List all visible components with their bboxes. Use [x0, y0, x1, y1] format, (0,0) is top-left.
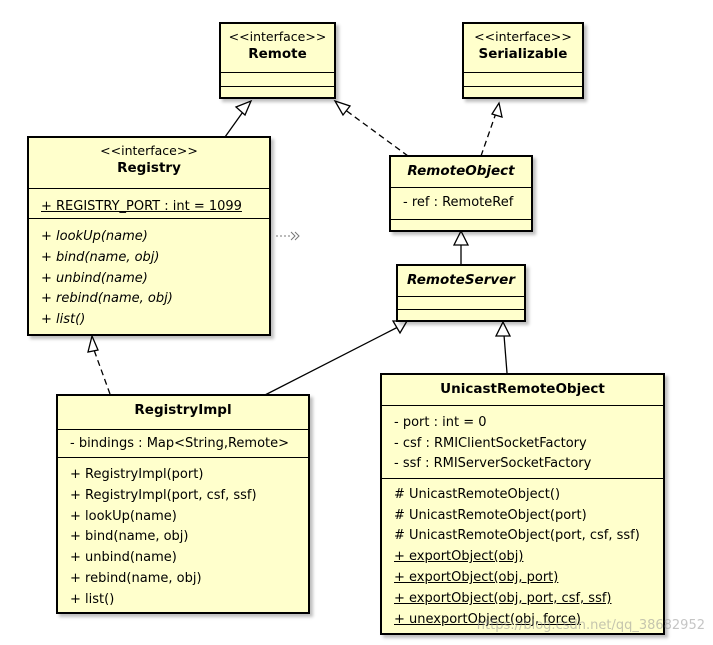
registryimpl-implements-registry	[93, 349, 111, 395]
remoteserver-class-name: RemoteServer	[407, 272, 515, 288]
registry-field: + REGISTRY_PORT : int = 1099	[41, 199, 242, 214]
unicastremoteobject-constructor: # UnicastRemoteObject(port, csf, ssf)	[394, 528, 640, 543]
remote-class-name: Remote	[248, 46, 307, 62]
remote-stereotype: <<interface>>	[228, 29, 327, 44]
unicastremoteobject-divider	[382, 405, 663, 406]
unicastremoteobject-field: - csf : RMIClientSocketFactory	[394, 436, 587, 451]
registryimpl-field: - bindings : Map<String,Remote>	[70, 436, 290, 451]
remoteobject-class-box: RemoteObject - ref : RemoteRef	[389, 155, 533, 232]
registryimpl-class-name: RegistryImpl	[134, 402, 232, 418]
unicastremoteobject-class-name: UnicastRemoteObject	[440, 381, 605, 397]
registryimpl-method: + rebind(name, obj)	[70, 571, 202, 586]
unicastremoteobject-constructor: # UnicastRemoteObject()	[394, 487, 561, 502]
serializable-divider	[464, 72, 582, 73]
registry-divider	[29, 218, 269, 219]
arrowhead-registryimpl-remoteserver	[391, 320, 409, 335]
registry-method: + unbind(name)	[41, 271, 148, 286]
registry-class-name: Registry	[117, 160, 181, 176]
remoteserver-divider	[398, 309, 524, 310]
unicast-extends-remoteserver	[503, 334, 508, 374]
registryimpl-method: + RegistryImpl(port, csf, ssf)	[70, 488, 257, 503]
remote-divider	[221, 86, 334, 87]
unicastremoteobject-field: - ssf : RMIServerSocketFactory	[394, 456, 592, 471]
arrowhead-unicast-remoteserver	[494, 320, 512, 337]
registryimpl-method: + unbind(name)	[70, 550, 177, 565]
registry-method: + rebind(name, obj)	[41, 291, 173, 306]
remoteobject-class-name: RemoteObject	[407, 163, 515, 179]
unicastremoteobject-divider	[382, 478, 663, 479]
registry-interface-box: <<interface>> Registry + REGISTRY_PORT :…	[27, 136, 271, 336]
arrowhead-remoteserver-remoteobject	[452, 229, 470, 246]
registryimpl-extends-remoteserver	[264, 326, 399, 396]
remoteobject-divider	[391, 187, 531, 188]
registryimpl-method: + RegistryImpl(port)	[70, 467, 204, 482]
registryimpl-method: + list()	[70, 592, 115, 607]
registryimpl-divider	[58, 457, 308, 458]
unicastremoteobject-static-method: + exportObject(obj)	[394, 549, 524, 564]
unicastremoteobject-field: - port : int = 0	[394, 415, 487, 430]
registry-stereotype: <<interface>>	[100, 143, 198, 158]
arrowhead-remoteobject-serializable	[490, 101, 503, 118]
arrowhead-remoteobject-remote	[333, 99, 352, 117]
registryimpl-method: + bind(name, obj)	[70, 529, 189, 544]
serializable-divider	[464, 86, 582, 87]
unicastremoteobject-static-method: + exportObject(obj, port)	[394, 570, 559, 585]
registryimpl-divider	[58, 429, 308, 430]
registryimpl-method: + lookUp(name)	[70, 509, 177, 524]
arrowhead-registryimpl-registry	[87, 333, 99, 353]
registry-method: + list()	[41, 312, 86, 327]
registry-method: + lookUp(name)	[41, 229, 148, 244]
remoteobject-field: - ref : RemoteRef	[403, 195, 514, 210]
remoteserver-class-box: RemoteServer	[396, 264, 526, 322]
registry-extends-remote	[224, 108, 246, 138]
registry-divider	[29, 188, 269, 189]
serializable-class-name: Serializable	[478, 46, 568, 62]
serializable-interface-box: <<interface>> Serializable	[462, 22, 584, 99]
dependency-hint-icon	[276, 231, 300, 241]
unicastremoteobject-static-method: + exportObject(obj, port, csf, ssf)	[394, 591, 612, 606]
remoteserver-divider	[398, 296, 524, 297]
unicastremoteobject-static-method: + unexportObject(obj, force)	[394, 612, 581, 627]
remote-interface-box: <<interface>> Remote	[219, 22, 336, 99]
serializable-stereotype: <<interface>>	[474, 29, 572, 44]
remoteobject-implements-remote	[343, 108, 409, 157]
registryimpl-class-box: RegistryImpl - bindings : Map<String,Rem…	[56, 394, 310, 614]
remoteobject-divider	[391, 219, 531, 220]
remoteobject-implements-serializable	[480, 112, 497, 157]
unicastremoteobject-constructor: # UnicastRemoteObject(port)	[394, 508, 587, 523]
remote-divider	[221, 72, 334, 73]
unicastremoteobject-class-box: UnicastRemoteObject - port : int = 0 - c…	[380, 373, 665, 635]
arrowhead-registry-remote	[234, 99, 253, 117]
watermark: https://blog.csdn.net/qq_38682952	[476, 618, 705, 633]
registry-method: + bind(name, obj)	[41, 250, 160, 265]
